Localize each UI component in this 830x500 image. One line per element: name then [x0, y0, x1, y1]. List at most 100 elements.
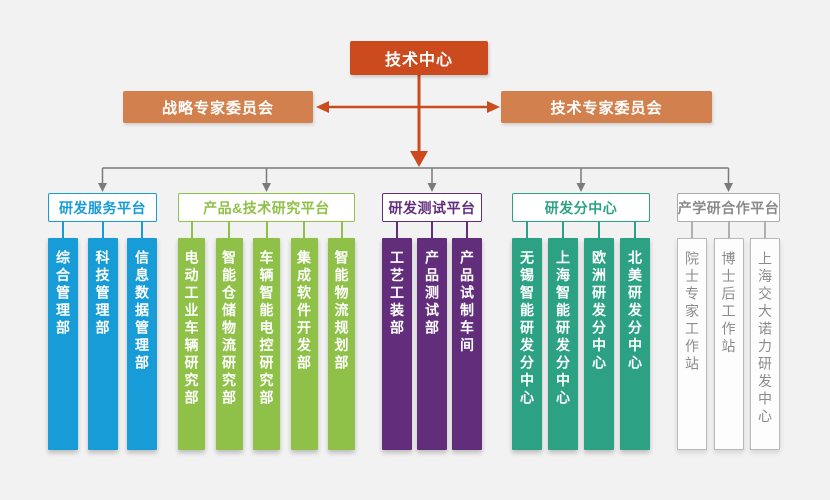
committee-arrowhead-right — [487, 101, 500, 113]
connector-stub — [190, 222, 193, 238]
root-node-label: 技术中心 — [384, 52, 453, 69]
platform-header-label: 产学研合作平台 — [677, 199, 780, 216]
department-bar: 产品试制车间 — [452, 238, 482, 450]
department-bar: 智能仓储物流研究部 — [215, 238, 243, 450]
department-column: 产品试制车间 — [452, 222, 482, 450]
platform-group-0: 研发服务平台 综合管理部 科技管理部 信息数据管理部 — [48, 193, 157, 450]
department-label: 上海智能研发分中心 — [555, 250, 571, 408]
department-label: 智能物流规划部 — [333, 250, 350, 373]
connector-stub — [431, 222, 433, 238]
connector-stub — [228, 222, 230, 238]
department-column: 北美研发分中心 — [620, 222, 650, 450]
department-column: 博士后工作站 — [713, 222, 744, 450]
root-node-tech-center: 技术中心 — [350, 41, 488, 75]
department-bar: 集成软件开发部 — [290, 238, 318, 450]
department-bars: 无锡智能研发分中心 上海智能研发分中心 欧洲研发分中心 北美研发分中心 — [512, 222, 650, 450]
connector-stub — [466, 222, 468, 238]
department-bar: 产品测试部 — [417, 238, 447, 450]
connector-stub — [764, 222, 766, 238]
platform-header-4: 产学研合作平台 — [677, 193, 780, 222]
department-label: 产品测试部 — [424, 250, 440, 338]
department-column: 车辆智能电控研究部 — [253, 222, 280, 450]
platform-group-2: 研发测试平台 工艺工装部 产品测试部 产品试制车间 — [382, 193, 482, 450]
platform-header-0: 研发服务平台 — [48, 193, 157, 222]
connector-stub — [340, 222, 343, 238]
department-column: 综合管理部 — [48, 222, 78, 450]
department-label: 博士后工作站 — [720, 251, 737, 356]
department-column: 科技管理部 — [87, 222, 118, 450]
department-column: 工艺工装部 — [382, 222, 412, 450]
department-bar: 综合管理部 — [48, 238, 78, 450]
department-label: 产品试制车间 — [459, 250, 475, 355]
department-bar: 工艺工装部 — [382, 238, 412, 450]
platform-group-4: 产学研合作平台 院士专家工作站 博士后工作站 上海交大诺力研发中心 — [677, 193, 780, 450]
connector-stub — [691, 222, 693, 238]
department-column: 智能仓储物流研究部 — [215, 222, 243, 450]
connector-stub — [562, 222, 564, 238]
department-column: 无锡智能研发分中心 — [512, 222, 542, 450]
department-label: 智能仓储物流研究部 — [221, 250, 237, 408]
connector-stub — [598, 222, 600, 238]
platform-header-1: 产品&技术研究平台 — [178, 193, 355, 222]
department-bars: 电动工业车辆研究部 智能仓储物流研究部 车辆智能电控研究部 集成软件开发部 智能… — [178, 222, 355, 450]
platform-header-label: 研发测试平台 — [388, 199, 476, 216]
connector-stub — [727, 222, 730, 238]
platform-header-3: 研发分中心 — [512, 193, 650, 222]
department-column: 集成软件开发部 — [290, 222, 318, 450]
department-label: 车辆智能电控研究部 — [258, 250, 275, 408]
department-label: 信息数据管理部 — [134, 250, 150, 373]
committee-label: 技术专家委员会 — [550, 99, 663, 117]
platform-header-2: 研发测试平台 — [382, 193, 482, 222]
department-label: 院士专家工作站 — [684, 251, 700, 374]
department-bar: 信息数据管理部 — [127, 238, 157, 450]
connector-stub — [634, 222, 636, 238]
connector-stub — [303, 222, 305, 238]
connector-stub — [396, 222, 398, 238]
department-label: 集成软件开发部 — [296, 250, 312, 373]
department-bar: 智能物流规划部 — [328, 238, 355, 450]
department-bar: 无锡智能研发分中心 — [512, 238, 542, 450]
department-column: 上海智能研发分中心 — [548, 222, 578, 450]
department-bar: 博士后工作站 — [713, 238, 744, 450]
platform-header-label: 研发服务平台 — [59, 199, 146, 216]
department-bar: 北美研发分中心 — [620, 238, 650, 450]
department-column: 欧洲研发分中心 — [584, 222, 614, 450]
connector-stub — [526, 222, 528, 238]
distributor-drops — [98, 168, 733, 192]
department-label: 工艺工装部 — [389, 250, 405, 338]
root-stem-arrowhead — [410, 151, 428, 167]
platform-header-label: 产品&技术研究平台 — [203, 199, 330, 216]
department-label: 科技管理部 — [94, 250, 111, 338]
department-bar: 电动工业车辆研究部 — [178, 238, 205, 450]
department-label: 无锡智能研发分中心 — [519, 250, 535, 408]
department-column: 上海交大诺力研发中心 — [750, 222, 780, 450]
department-label: 综合管理部 — [55, 250, 71, 338]
committee-technical-experts: 技术专家委员会 — [501, 91, 712, 123]
connector-stub — [265, 222, 268, 238]
department-column: 院士专家工作站 — [677, 222, 707, 450]
department-label: 北美研发分中心 — [627, 250, 643, 373]
department-bar: 欧洲研发分中心 — [584, 238, 614, 450]
department-column: 电动工业车辆研究部 — [178, 222, 205, 450]
connector-stub — [101, 222, 104, 238]
department-label: 电动工业车辆研究部 — [183, 250, 200, 408]
department-bar: 车辆智能电控研究部 — [253, 238, 280, 450]
platform-group-3: 研发分中心 无锡智能研发分中心 上海智能研发分中心 欧洲研发分中心 北美研发分中… — [512, 193, 650, 450]
department-bar: 上海交大诺力研发中心 — [750, 238, 780, 450]
platform-group-1: 产品&技术研究平台 电动工业车辆研究部 智能仓储物流研究部 车辆智能电控研究部 … — [178, 193, 355, 450]
department-bars: 综合管理部 科技管理部 信息数据管理部 — [48, 222, 157, 450]
committee-strategy-experts: 战略专家委员会 — [123, 91, 313, 123]
department-column: 智能物流规划部 — [328, 222, 355, 450]
department-label: 上海交大诺力研发中心 — [757, 251, 773, 426]
department-bars: 工艺工装部 产品测试部 产品试制车间 — [382, 222, 482, 450]
department-bar: 院士专家工作站 — [677, 238, 707, 450]
platform-header-label: 研发分中心 — [544, 199, 618, 216]
department-label: 欧洲研发分中心 — [591, 250, 607, 373]
department-bars: 院士专家工作站 博士后工作站 上海交大诺力研发中心 — [677, 222, 780, 450]
connector-stub — [62, 222, 64, 238]
connector-stub — [141, 222, 143, 238]
department-column: 产品测试部 — [417, 222, 447, 450]
department-column: 信息数据管理部 — [127, 222, 157, 450]
department-bar: 上海智能研发分中心 — [548, 238, 578, 450]
